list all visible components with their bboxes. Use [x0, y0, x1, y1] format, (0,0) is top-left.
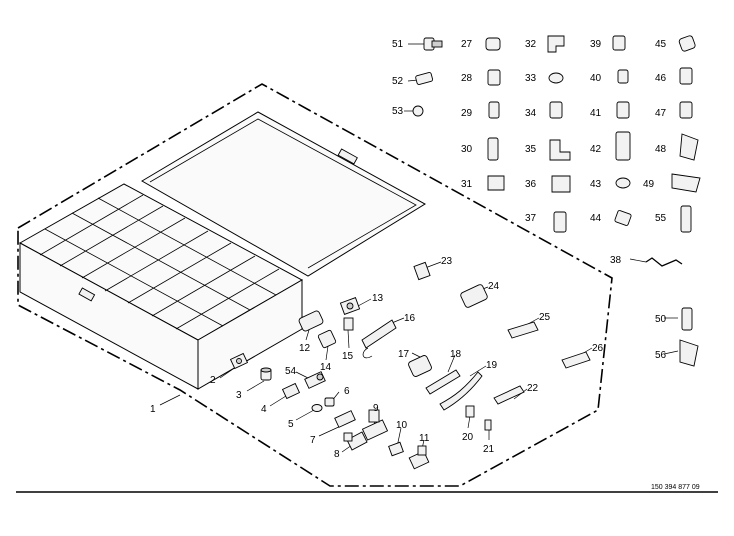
item-number: 50 [655, 314, 667, 325]
part-10-plug [388, 441, 404, 457]
item-number: 8 [334, 449, 340, 460]
part-25-nozzle [507, 321, 539, 339]
leader-lines [159, 43, 679, 459]
item-number: 56 [655, 350, 667, 361]
item-number: 55 [655, 213, 667, 224]
item-number: 49 [643, 179, 655, 190]
item-number: 3 [236, 390, 242, 401]
item-number: 32 [525, 39, 537, 50]
item-number: 22 [527, 383, 539, 394]
item-number: 12 [299, 343, 311, 354]
item-number: 4 [261, 404, 267, 415]
item-number: 9 [373, 403, 379, 414]
item-number: 20 [462, 432, 474, 443]
part-7-coupling [334, 410, 356, 428]
part-22-nozzle [493, 385, 525, 405]
part-19-curved-nozzle [439, 371, 483, 411]
part-2-angle-block [229, 352, 249, 370]
item-number: 18 [450, 349, 462, 360]
item-number: 40 [590, 73, 602, 84]
part-15-sleeve [343, 317, 354, 331]
part-4-connector [281, 382, 301, 400]
part-6-nut [324, 397, 335, 407]
kit-boundary-outline [17, 83, 613, 487]
part-13-elbow-fitting [339, 297, 361, 315]
item-number: 33 [525, 73, 537, 84]
item-number: 7 [310, 435, 316, 446]
part-12-threaded-union [298, 310, 324, 332]
item-number: 44 [590, 213, 602, 224]
item-number: 1 [150, 404, 156, 415]
item-number: 47 [655, 108, 667, 119]
part-11-elbow [408, 445, 430, 470]
item-number: 36 [525, 179, 537, 190]
part-16-bent-tube [361, 319, 397, 359]
item-number: 42 [590, 144, 602, 155]
item-number: 16 [404, 313, 416, 324]
item-number: 28 [461, 73, 473, 84]
part-21-pin [484, 419, 492, 431]
item-number: 10 [396, 420, 408, 431]
item-number: 29 [461, 108, 473, 119]
part-24-threaded-adapter [460, 284, 488, 308]
item-number: 52 [392, 76, 404, 87]
item-number: 14 [320, 362, 332, 373]
item-number: 34 [525, 108, 537, 119]
part-17-union-nut [408, 355, 432, 377]
part-26-nozzle [561, 351, 591, 369]
item-number: 54 [285, 366, 297, 377]
parts-grid [412, 35, 701, 367]
item-number: 24 [488, 281, 500, 292]
item-number: 39 [590, 39, 602, 50]
item-number: 43 [590, 179, 602, 190]
part-5-washer [311, 404, 323, 412]
storage-box-tray [18, 183, 304, 390]
item-number: 48 [655, 144, 667, 155]
part-3-nut [260, 367, 272, 381]
item-number: 13 [372, 293, 384, 304]
item-number: 38 [610, 255, 622, 266]
item-number: 30 [461, 144, 473, 155]
item-number: 23 [441, 256, 453, 267]
item-number: 5 [288, 419, 294, 430]
item-number: 6 [344, 386, 350, 397]
item-number-labels: 1 2 3 4 5 6 7 8 9 10 11 12 13 14 15 16 1… [150, 39, 667, 460]
item-number: 26 [592, 343, 604, 354]
drawing-reference-number: 150 394 877 09 [651, 484, 700, 491]
item-number: 27 [461, 39, 473, 50]
item-number: 11 [419, 433, 430, 444]
item-number: 31 [461, 179, 473, 190]
part-14-nut [317, 329, 337, 349]
part-23-elbow [413, 261, 431, 281]
part-54-fitting [304, 371, 326, 389]
item-number: 19 [486, 360, 498, 371]
part-9-tee-fitting [361, 409, 389, 441]
item-number: 17 [398, 349, 410, 360]
item-number: 2 [210, 375, 216, 386]
item-number: 46 [655, 73, 667, 84]
item-number: 53 [392, 106, 404, 117]
part-20-small-fitting [465, 405, 475, 418]
item-number: 25 [539, 312, 551, 323]
item-number: 51 [392, 39, 404, 50]
item-number: 15 [342, 351, 354, 362]
item-number: 37 [525, 213, 537, 224]
item-number: 41 [590, 108, 602, 119]
item-number: 45 [655, 39, 667, 50]
part-18-nozzle [425, 369, 461, 395]
part-8-elbow [343, 431, 368, 451]
item-number: 35 [525, 144, 537, 155]
storage-box-lid [141, 111, 426, 277]
item-number: 21 [483, 444, 495, 455]
